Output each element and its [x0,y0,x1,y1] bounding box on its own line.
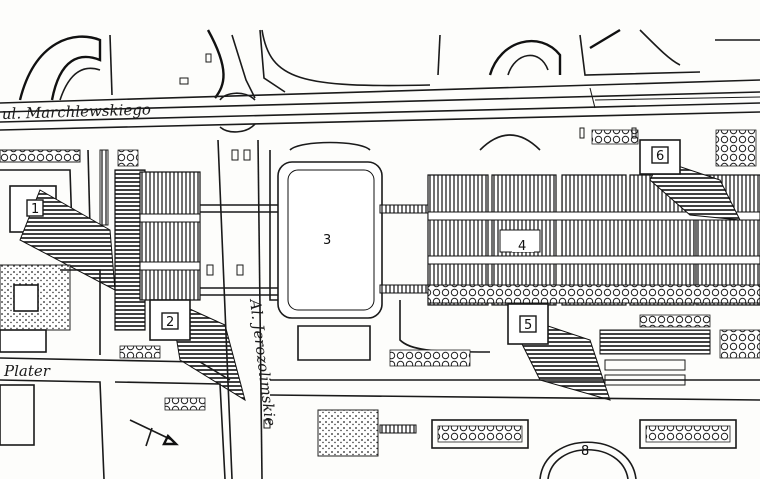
marchlewskiego-road [0,79,760,133]
building-5-complex [389,303,760,401]
building-4-number: 4 [518,239,526,254]
building-3-hall [269,141,431,361]
building-6-complex [579,127,757,221]
building-2-complex [114,149,246,402]
street-label-jerozolimskie: Al. Jerozolimskie [246,296,280,427]
building-1-number: 1 [31,202,39,217]
building-2-number: 2 [166,315,174,330]
west-block [0,149,116,355]
building-5-number: 5 [524,318,532,333]
north-arrow-icon [129,419,179,447]
street-label-plater: Plater [3,362,51,380]
northern-road-network [18,28,760,101]
building-8-number: 8 [581,444,589,459]
building-3-number: 3 [323,233,331,248]
street-label-marchlewskiego: ul. Marchlewskiego [2,100,152,123]
building-4-complex [399,134,760,353]
jerozolimskie-avenue [200,139,290,479]
plater-street [0,357,760,479]
building-6-number: 6 [656,149,664,164]
